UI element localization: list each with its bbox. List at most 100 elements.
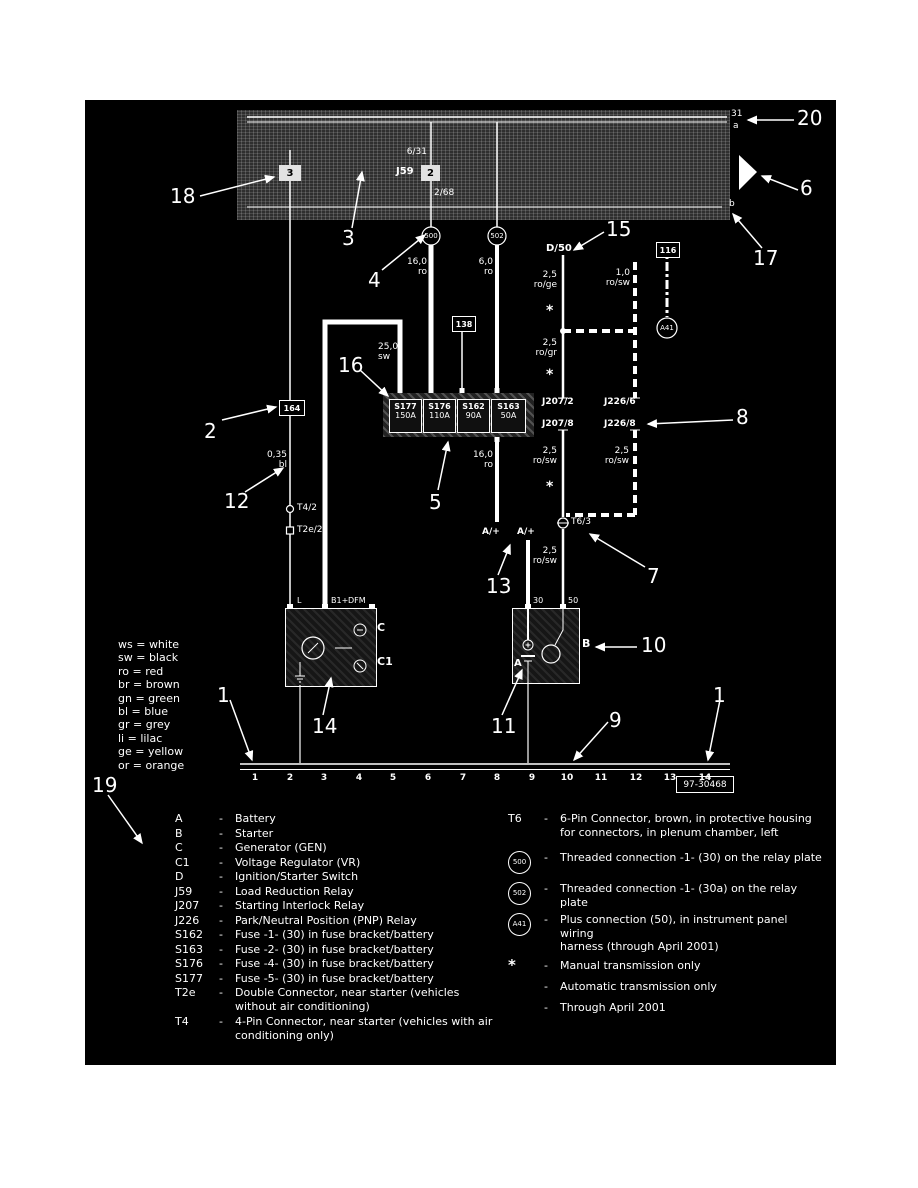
legend-desc: Park/Neutral Position (PNP) Relay [235,914,417,927]
legend-dash: - [219,870,223,883]
callout-10: 10 [641,633,667,657]
legend-desc: Starting Interlock Relay [235,899,365,912]
track-number: 9 [528,773,536,783]
callout-20: 20 [797,106,823,130]
relay-position-2: 2 [421,165,440,181]
track-number: 4 [355,773,363,783]
legend-row-d: D - Ignition/Starter Switch [175,870,497,884]
legend-code [508,980,544,994]
legend-desc: Load Reduction Relay [235,885,354,898]
callout-11: 11 [491,714,517,738]
legend-desc: Fuse -4- (30) in fuse bracket/battery [235,957,434,970]
relay-track-label-top: 6/31 [406,147,427,157]
wire-label-2-5-ro-sw-b: 2,5 ro/sw [604,446,629,467]
legend-row-j207: J207 - Starting Interlock Relay [175,899,497,913]
legend-dash: - [219,986,223,999]
legend-dash: - [219,899,223,912]
callout-16: 16 [338,353,364,377]
legend-code: S176 [175,957,203,970]
legend-row-s177: S177 - Fuse -5- (30) in fuse bracket/bat… [175,972,497,986]
legend-code: A41 [508,913,544,954]
connector-t2e-label: T2e/2 [297,525,323,535]
legend-dash: - [219,914,223,927]
legend-code: D [175,870,184,883]
legend-dash: - [544,882,548,895]
track-number: 10 [560,773,574,783]
wire-label-6-0-ro: 6,0 ro [478,257,493,278]
callout-8: 8 [736,405,749,429]
wire-label-0-35-bl: 0,35 bl [266,450,287,471]
track-number: 12 [629,773,643,783]
legend-row-b: B - Starter [175,827,497,841]
legend-code: C [175,841,183,854]
legend-desc: Fuse -2- (30) in fuse bracket/battery [235,943,434,956]
legend-code: J226 [175,914,200,927]
track-number: 3 [320,773,328,783]
fuse-s177: S177 150A [389,399,422,433]
connector-t4-label: T4/2 [297,503,317,513]
legend-dash: - [219,885,223,898]
legend-dash: - [219,856,223,869]
legend-desc: Through April 2001 [560,1001,666,1014]
track-number: 13 [663,773,677,783]
legend-code: S162 [175,928,203,941]
wire-label-16-0-ro-bottom: 16,0 ro [472,450,493,471]
legend-code: J59 [175,885,193,898]
legend-code: A [175,812,183,825]
color-legend-line: sw = black [118,651,179,665]
legend-row-t4: T4 - 4-Pin Connector, near starter (vehi… [175,1015,497,1042]
relay-j59-label: J59 [396,166,414,177]
terminal-164-box: 164 [279,400,305,416]
legend-desc: Ignition/Starter Switch [235,870,359,883]
color-legend-line: li = lilac [118,731,163,745]
legend-code: J207 [175,899,200,912]
connection-502-icon: 502 [508,882,531,905]
manual-only-star-1: * [546,303,554,319]
legend-dash: - [544,980,548,993]
legend-desc: Threaded connection -1- (30a) on the rel… [560,882,798,909]
generator-pin-b1: B1+ [331,596,349,605]
diagram-background [85,100,836,1065]
legend-code: T4 [175,1015,189,1028]
legend-row-j226: J226 - Park/Neutral Position (PNP) Relay [175,914,497,928]
fuse-s163-amp: 50A [500,411,517,420]
starter-b-label: B [582,637,591,650]
ignition-d50-label: D/50 [546,243,572,254]
callout-7: 7 [647,564,660,588]
color-legend-line: gn = green [118,691,180,705]
legend-dash: - [219,1015,223,1028]
fuse-s176-amp: 110A [429,411,450,420]
callout-18: 18 [170,184,196,208]
track-number: 7 [459,773,467,783]
legend-row-dashed: - Automatic transmission only [508,980,822,994]
legend-row-s163: S163 - Fuse -2- (30) in fuse bracket/bat… [175,943,497,957]
callout-1-right: 1 [713,683,726,707]
fuse-s162-amp: 90A [465,411,482,420]
track-number: 8 [493,773,501,783]
wire-label-2-5-ro-gr: 2,5 ro/gr [535,338,557,359]
callout-6: 6 [800,176,813,200]
legend-code: T6 [508,812,522,825]
connection-500-icon: 500 [508,851,531,874]
terminal-31-label: 31 [731,109,743,119]
legend-dash: - [544,851,548,864]
color-legend-line: bl = blue [118,705,169,719]
color-legend-line: ge = yellow [118,745,184,759]
legend-code: S177 [175,972,203,985]
track-number: 2 [286,773,294,783]
legend-desc: Plus connection (50), in instrument pane… [560,913,788,953]
manual-only-star-2: * [546,367,554,383]
starter-pin-30: 30 [533,596,544,605]
track-number: 14 [698,773,712,783]
legend-code: 502 [508,882,544,909]
legend-code: C1 [175,856,190,869]
legend-row-500: 500 - Threaded connection -1- (30) on th… [508,851,822,874]
legend-code [508,1001,544,1015]
legend-desc: Battery [235,812,276,825]
terminal-138-box: 138 [452,316,476,332]
legend-row-j59: J59 - Load Reduction Relay [175,885,497,899]
relay-j226-6-label: J226/6 [604,397,636,407]
callout-1-left: 1 [217,683,230,707]
legend-row-a41: A41 - Plus connection (50), in instrumen… [508,913,822,954]
callout-15: 15 [606,217,632,241]
